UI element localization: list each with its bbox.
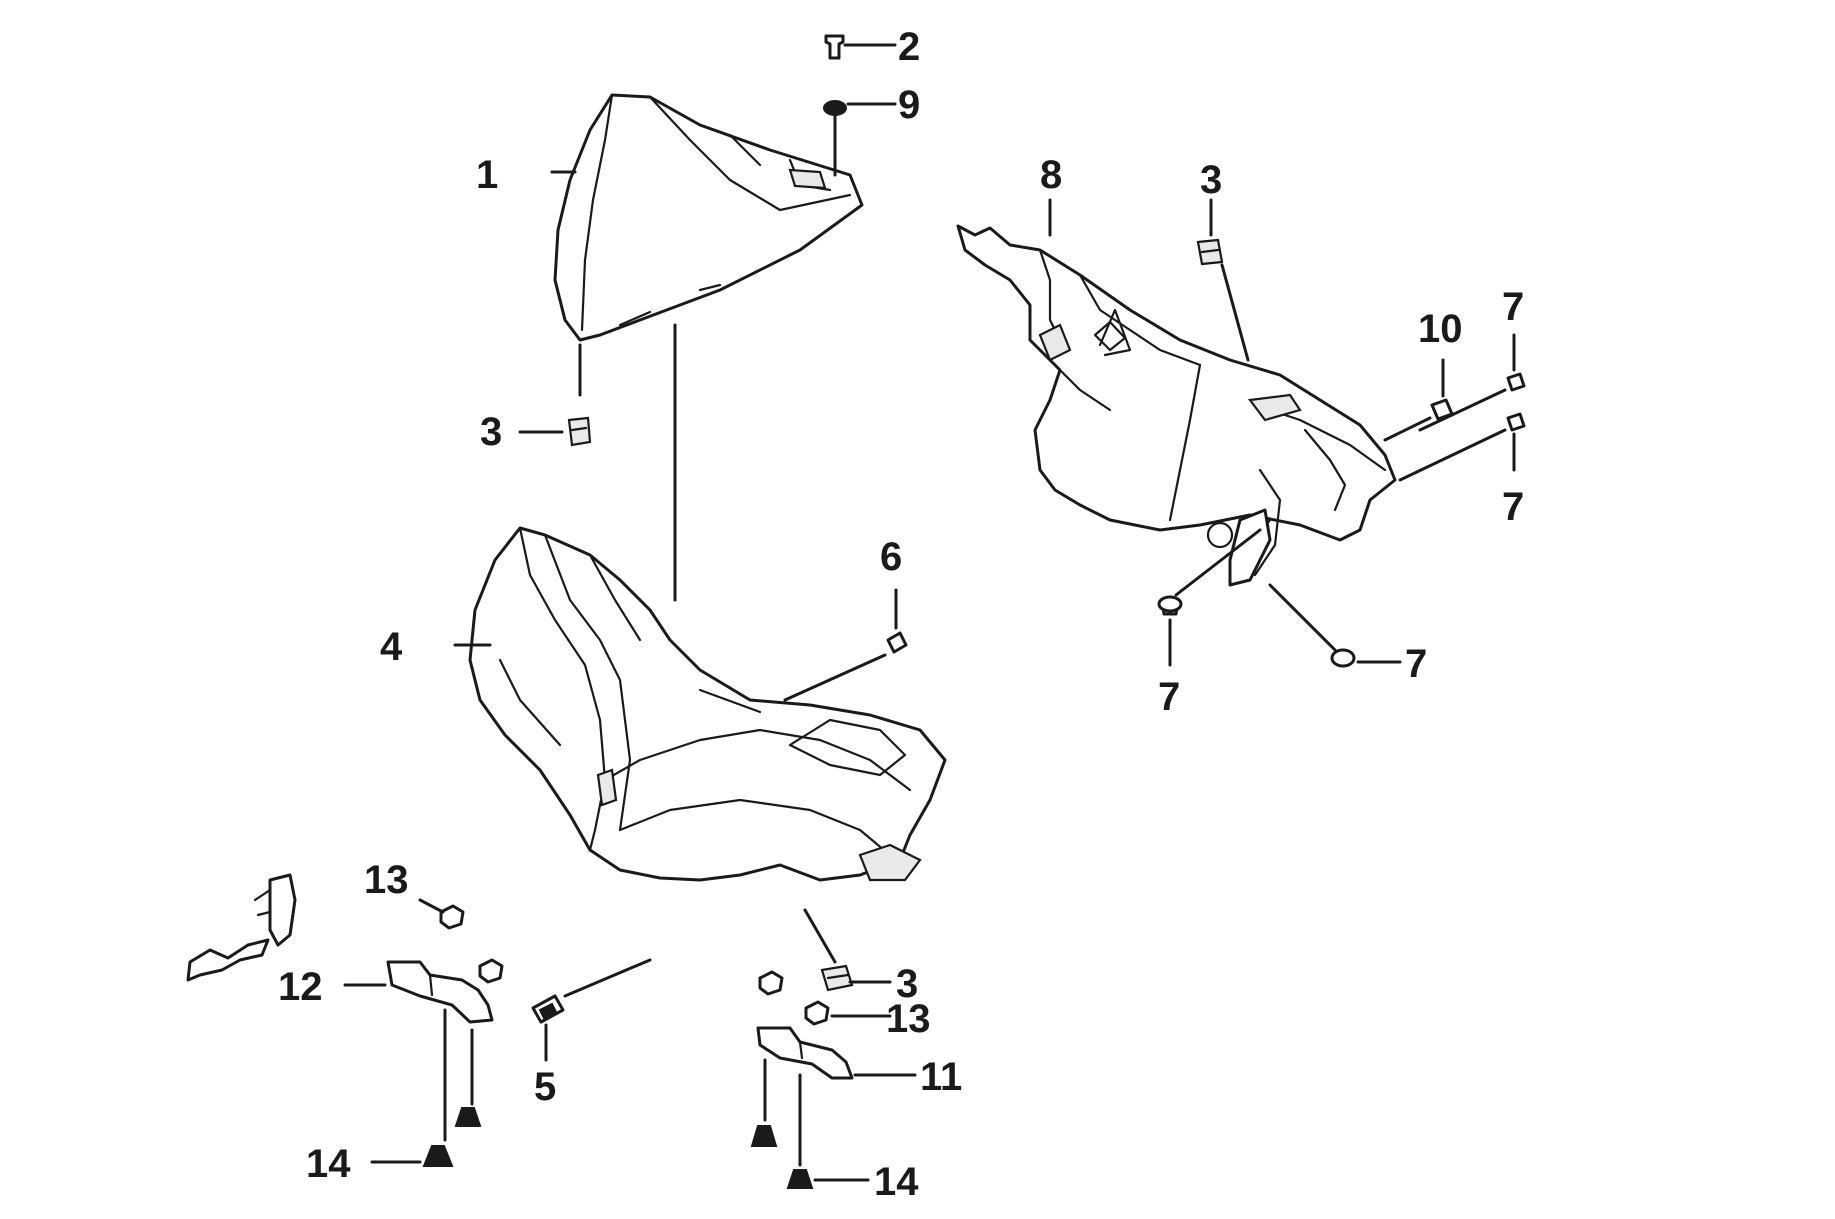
callout-2: 2 xyxy=(898,25,920,69)
part-1-front-cover xyxy=(553,93,864,342)
part-4-handlebar-front-cover xyxy=(468,526,947,882)
callout-13-right: 13 xyxy=(886,997,931,1041)
callout-7-left: 7 xyxy=(1158,675,1180,719)
part-14-rivets-left xyxy=(422,1107,482,1167)
callout-1: 1 xyxy=(476,153,498,197)
callout-11: 11 xyxy=(920,1055,962,1099)
callout-3-top-left: 3 xyxy=(480,410,502,454)
callout-12: 12 xyxy=(278,965,323,1009)
callout-3-bottom: 3 xyxy=(896,962,918,1006)
part-11-bracket xyxy=(756,1026,854,1080)
callout-14-left: 14 xyxy=(306,1142,351,1186)
callout-3-rear: 3 xyxy=(1200,158,1222,202)
part-13-nuts-left xyxy=(439,904,504,984)
callout-13-left: 13 xyxy=(364,858,409,902)
fasteners xyxy=(386,34,1526,1189)
callout-9: 9 xyxy=(898,83,920,127)
part-3-clip-bottom xyxy=(820,964,854,992)
leader-lines xyxy=(343,43,1516,1182)
part-7-screw-middle xyxy=(1506,412,1526,432)
part-12-bracket xyxy=(386,960,494,1024)
part-14-rivets-right xyxy=(750,1125,814,1189)
callout-7-right: 7 xyxy=(1405,642,1427,686)
callout-7-lower: 7 xyxy=(1502,485,1524,529)
callout-5: 5 xyxy=(534,1065,556,1109)
callout-10: 10 xyxy=(1418,307,1463,351)
part-5-bolt xyxy=(531,994,565,1024)
part-3-clip-rear xyxy=(1196,238,1224,266)
part-7-screw-upper xyxy=(1506,372,1526,392)
part-7-screw-right xyxy=(1330,648,1356,668)
callout-8: 8 xyxy=(1040,153,1062,197)
callout-7-upper: 7 xyxy=(1502,285,1524,329)
part-8-handlebar-rear-cover xyxy=(956,224,1397,587)
part-6-screw xyxy=(886,631,908,654)
callout-labels: 1 2 9 3 4 6 8 3 10 7 7 7 7 13 12 5 3 13 … xyxy=(278,25,1524,1204)
front-direction-symbol xyxy=(186,873,297,982)
callout-14-right: 14 xyxy=(874,1160,919,1204)
callout-6: 6 xyxy=(880,535,902,579)
part-13-nuts-right xyxy=(758,970,830,1026)
callout-4: 4 xyxy=(380,625,403,669)
part-7-screw-left xyxy=(1157,595,1183,616)
part-2-screw xyxy=(824,34,845,60)
part-3-clip-top-left xyxy=(567,416,592,447)
part-9-grommet xyxy=(823,100,847,116)
